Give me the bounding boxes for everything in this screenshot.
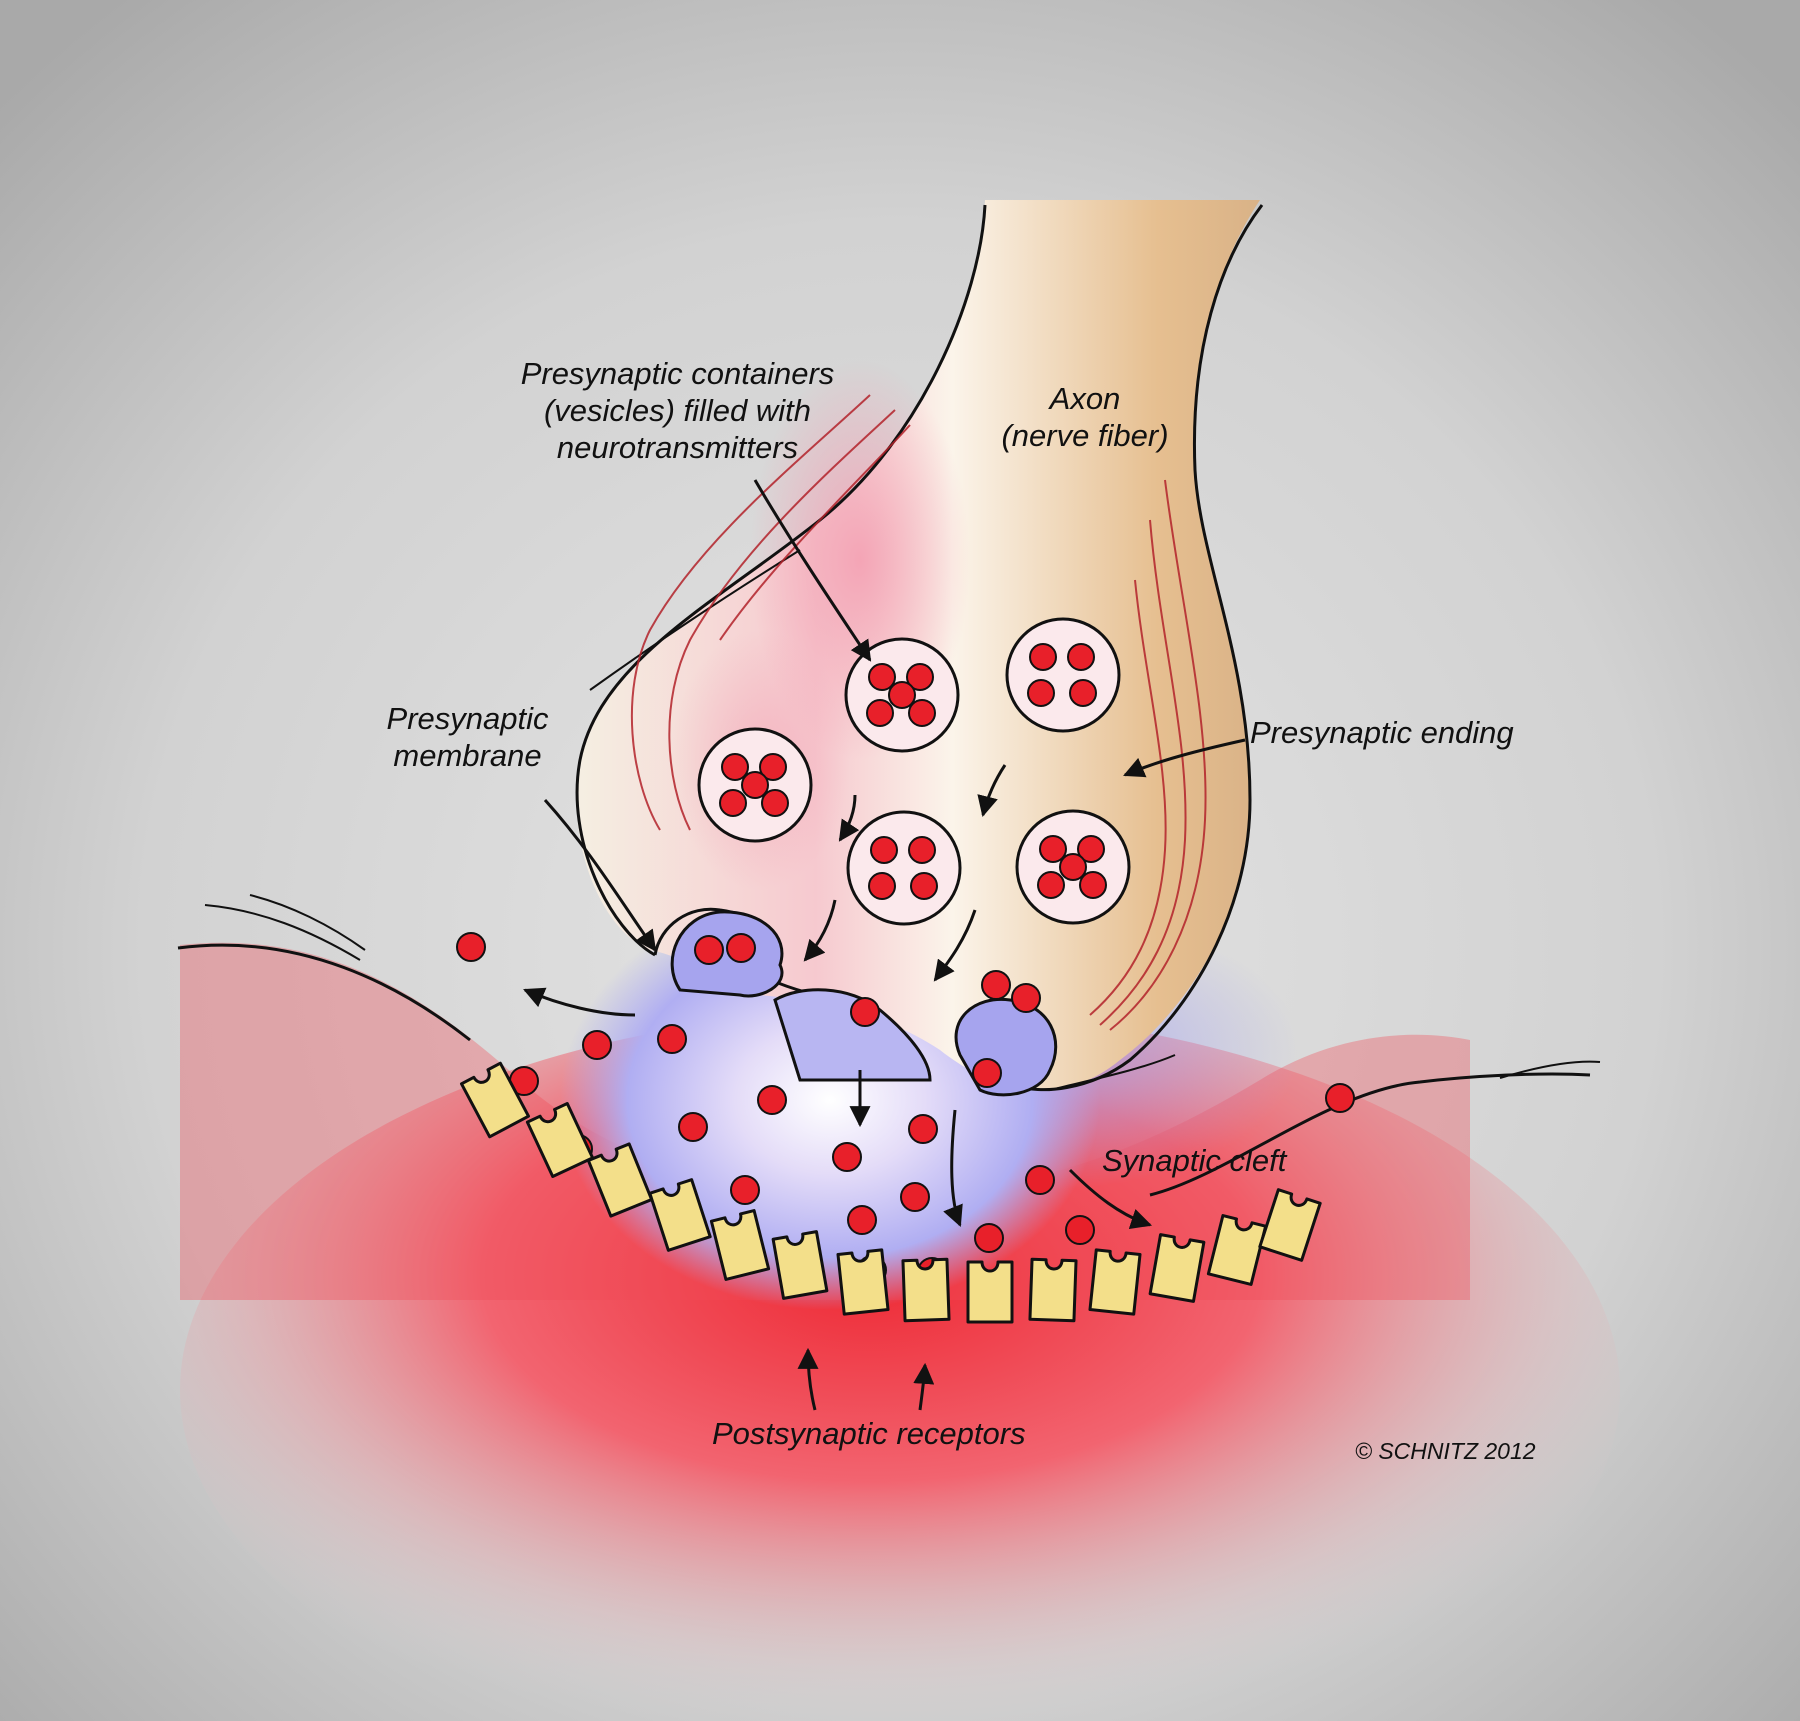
label-presynaptic-containers-line2: (vesicles) filled with — [543, 393, 811, 428]
label-presynaptic-ending: Presynaptic ending — [1250, 715, 1514, 750]
label-postsynaptic-receptors: Postsynaptic receptors — [712, 1416, 1026, 1451]
fusing-vesicles — [670, 910, 1058, 1097]
vesicle — [1015, 809, 1131, 925]
leader-arrow-receptor-2 — [913, 1362, 935, 1411]
leader-arrow-vesicles — [753, 479, 872, 662]
neurotransmitter-dot — [721, 753, 749, 781]
release-arrow-down — [943, 1109, 963, 1227]
neurotransmitter-dot — [910, 872, 938, 900]
neurotransmitter-dot — [908, 836, 936, 864]
receptor — [648, 1178, 712, 1252]
neurotransmitter-dot — [657, 1024, 687, 1054]
neurotransmitter-dot — [1325, 1083, 1355, 1113]
receptor — [836, 1248, 890, 1316]
label-axon-line2: (nerve fiber) — [1001, 418, 1169, 453]
neurotransmitter-dot — [1027, 679, 1055, 707]
neurotransmitter-dot — [1069, 679, 1097, 707]
receptor — [459, 1061, 531, 1139]
neurotransmitter-dot — [1029, 643, 1057, 671]
neurotransmitter-dot — [908, 1114, 938, 1144]
neurotransmitter-dot — [741, 771, 769, 799]
receptor — [901, 1257, 951, 1323]
copyright-notice: © SCHNITZ 2012 — [1355, 1438, 1536, 1464]
receptor — [586, 1142, 654, 1218]
vesicle — [844, 637, 960, 753]
neurotransmitter-dot — [1037, 871, 1065, 899]
neurotransmitter-dot — [908, 699, 936, 727]
vesicle-arrow-2 — [977, 764, 1007, 818]
neurotransmitter-dot — [1011, 983, 1041, 1013]
label-presynaptic-membrane-line2: membrane — [393, 738, 542, 773]
neurotransmitter-dot — [1025, 1165, 1055, 1195]
label-presynaptic-containers-line3: neurotransmitters — [556, 430, 799, 465]
release-arrow-right — [1068, 1168, 1152, 1229]
neurotransmitter-dot — [832, 1142, 862, 1172]
neurotransmitter-dot — [888, 681, 916, 709]
release-arrow-left — [523, 987, 636, 1017]
postsynaptic-receptors — [459, 1061, 1322, 1324]
neurotransmitter-dot — [900, 1182, 930, 1212]
neurotransmitter-dot — [757, 1085, 787, 1115]
receptor — [525, 1102, 595, 1178]
vesicle-arrow-1 — [838, 794, 860, 842]
receptor — [771, 1230, 829, 1300]
leader-arrow-ending — [1123, 738, 1246, 778]
receptor — [966, 1260, 1014, 1324]
neurotransmitter-dot — [678, 1112, 708, 1142]
vesicle-arrow-3 — [803, 899, 837, 962]
arrows — [523, 479, 1246, 1411]
neurotransmitter-dot — [847, 1205, 877, 1235]
receptor — [1206, 1214, 1268, 1286]
neurotransmitter-dot — [1077, 835, 1105, 863]
neurotransmitter-dot — [1039, 835, 1067, 863]
vesicle — [697, 727, 813, 843]
neurotransmitter-dot — [870, 836, 898, 864]
label-axon-line1: Axon — [1049, 381, 1121, 416]
label-presynaptic-membrane: Presynaptic membrane — [360, 700, 575, 774]
receptor — [1028, 1257, 1078, 1323]
neurotransmitter-dot — [456, 932, 486, 962]
neurotransmitter-dot — [866, 699, 894, 727]
neurotransmitter-dot — [974, 1223, 1004, 1253]
neurotransmitter-dot — [1067, 643, 1095, 671]
neurotransmitter-dot — [719, 789, 747, 817]
leader-arrow-membrane — [543, 798, 657, 952]
leader-arrow-receptor-1 — [797, 1347, 819, 1411]
vesicle — [1005, 617, 1121, 733]
label-synaptic-cleft: Synaptic cleft — [1102, 1143, 1287, 1178]
label-axon: Axon (nerve fiber) — [975, 380, 1195, 454]
neurotransmitter-dot — [906, 663, 934, 691]
neurotransmitter-dot — [981, 970, 1011, 1000]
receptor — [1148, 1233, 1206, 1303]
neurotransmitter-dot — [726, 933, 756, 963]
neurotransmitter-dot — [761, 789, 789, 817]
label-presynaptic-membrane-line1: Presynaptic — [386, 701, 549, 736]
neurotransmitter-dot — [850, 997, 880, 1027]
neurotransmitter-dot — [694, 935, 724, 965]
vesicle — [846, 810, 962, 926]
neurotransmitter-dot — [972, 1058, 1002, 1088]
neurotransmitter-dot — [1079, 871, 1107, 899]
vesicles — [697, 617, 1131, 926]
receptor — [1258, 1188, 1322, 1262]
label-presynaptic-containers-line1: Presynaptic containers — [520, 356, 835, 391]
neurotransmitter-dot — [730, 1175, 760, 1205]
neurotransmitter-dot — [868, 663, 896, 691]
vesicle-arrow-4 — [933, 909, 977, 982]
neurotransmitter-dot — [1065, 1215, 1095, 1245]
neurotransmitter-dot — [868, 872, 896, 900]
receptor — [709, 1209, 771, 1281]
neurotransmitter-dot — [582, 1030, 612, 1060]
neurotransmitter-dot — [1059, 853, 1087, 881]
label-presynaptic-containers: Presynaptic containers (vesicles) filled… — [505, 355, 850, 466]
neurotransmitter-dot — [759, 753, 787, 781]
receptor — [1088, 1248, 1142, 1316]
